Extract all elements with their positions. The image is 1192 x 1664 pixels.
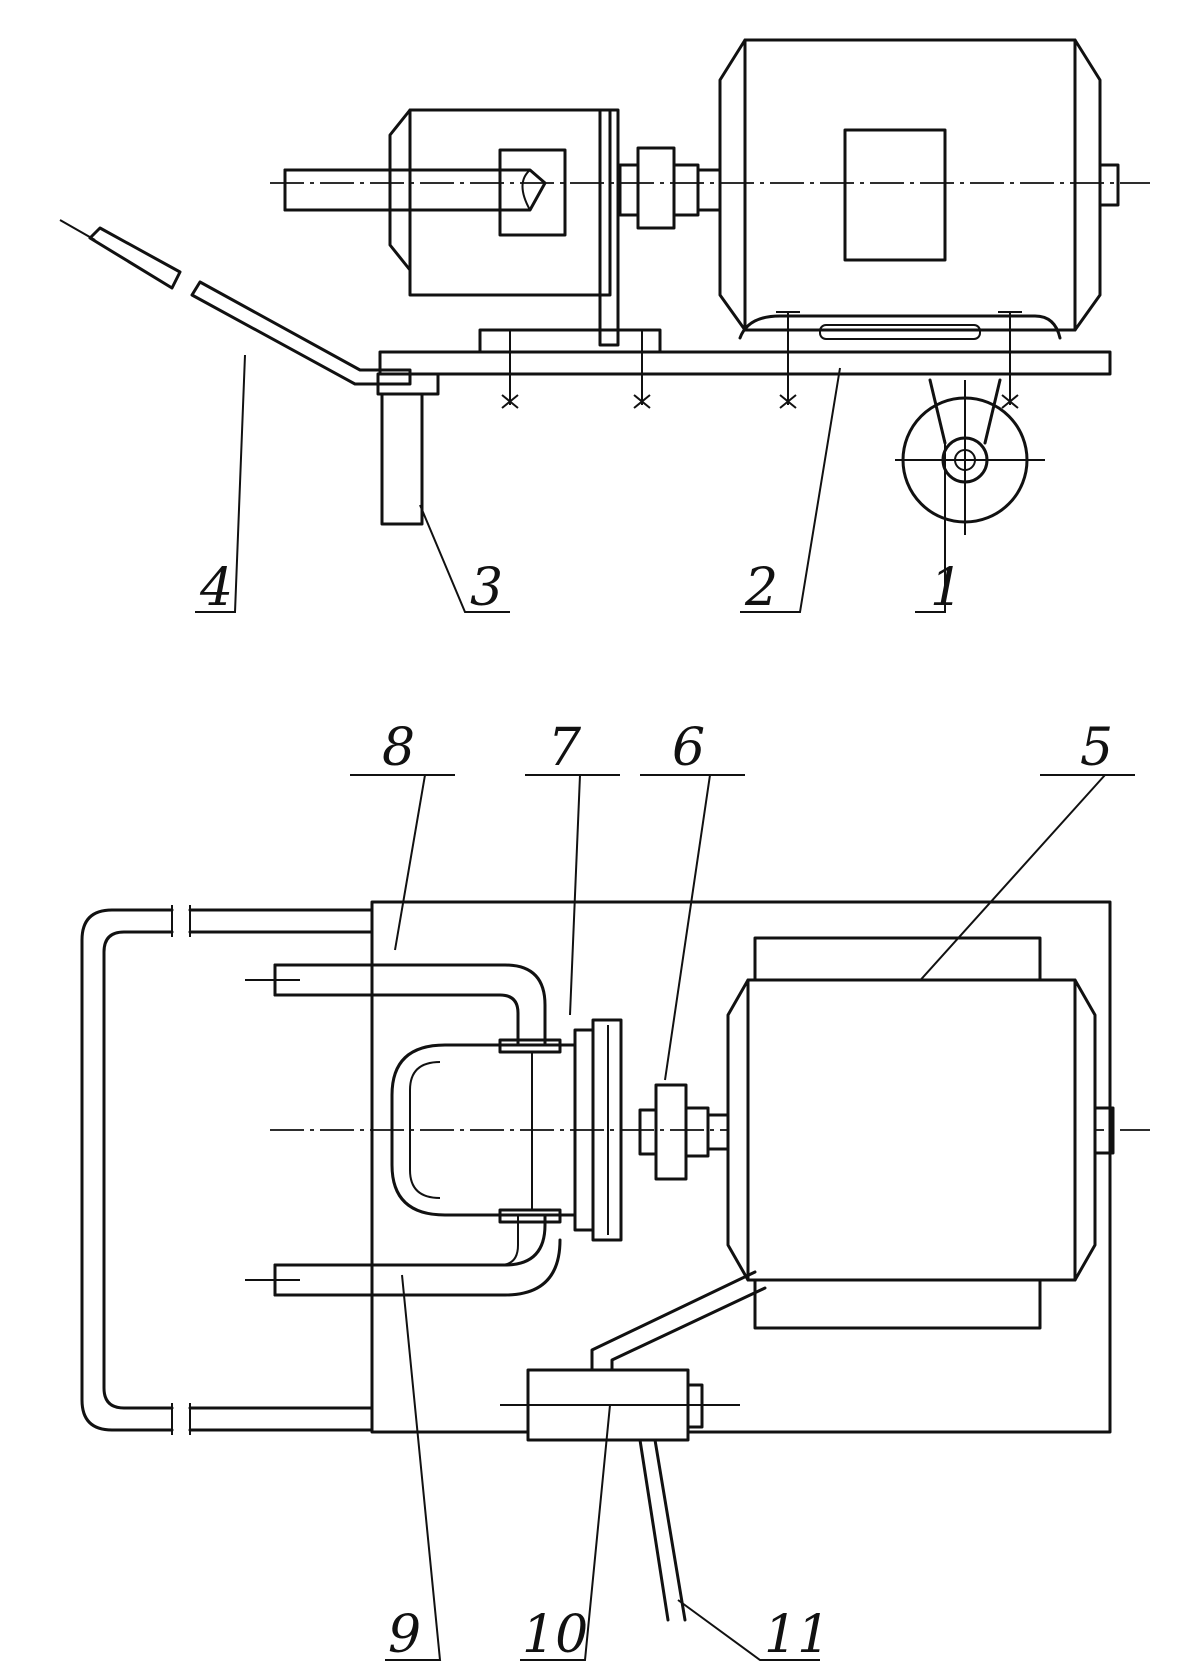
side-view: 4 3 2 1 — [59, 38, 1150, 618]
label-4: 4 — [199, 558, 233, 618]
label-10: 10 — [522, 1605, 588, 1664]
coupling-side — [618, 146, 722, 230]
label-8: 8 — [382, 718, 415, 778]
label-5: 5 — [1080, 718, 1113, 778]
bolts — [498, 311, 1022, 409]
label-11: 11 — [764, 1605, 830, 1664]
plan-bottom-callouts: 9 10 11 — [385, 1274, 830, 1664]
motor-plan — [726, 936, 1115, 1330]
motor-side — [718, 38, 1120, 340]
frame-plate — [378, 350, 1112, 376]
handle-plan — [80, 905, 374, 1435]
pipes-plan — [245, 963, 562, 1297]
label-3: 3 — [470, 558, 503, 618]
plan-view: 8 7 6 5 — [80, 718, 1150, 1664]
wheel — [895, 378, 1045, 535]
coupling-plan — [638, 1083, 730, 1181]
switch-box-plan — [500, 1270, 767, 1622]
label-1: 1 — [930, 558, 963, 618]
support-leg — [376, 372, 440, 526]
frame-outline — [370, 900, 1112, 1434]
pump-plan — [390, 1018, 623, 1242]
side-view-callouts: 4 3 2 1 — [195, 354, 963, 618]
label-6: 6 — [672, 718, 705, 778]
label-2: 2 — [744, 558, 778, 618]
label-9: 9 — [388, 1605, 421, 1664]
plan-top-callouts: 8 7 6 5 — [350, 718, 1135, 1081]
pump-side — [283, 108, 662, 354]
handle-side — [59, 219, 412, 386]
label-7: 7 — [548, 718, 582, 778]
